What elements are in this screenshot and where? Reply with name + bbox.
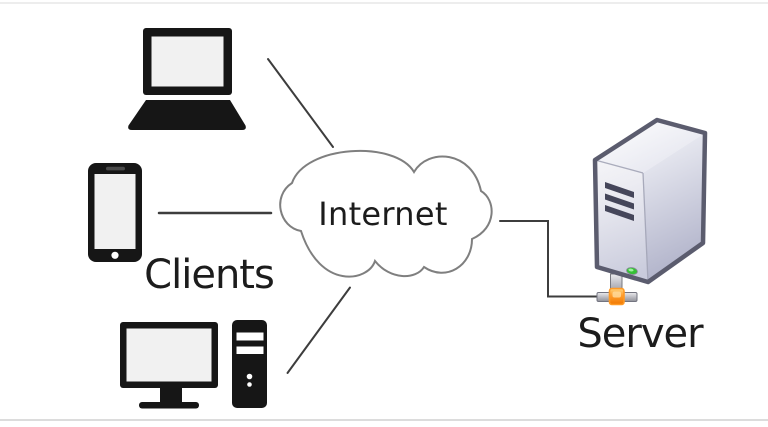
phone-speaker — [106, 166, 125, 171]
desktop-computer-icon — [120, 320, 267, 409]
server-outline — [592, 117, 708, 285]
smartphone-icon — [88, 163, 142, 262]
tower-button-2 — [247, 382, 252, 387]
tower-drive-slot-2 — [236, 346, 264, 354]
monitor-stand — [160, 386, 182, 403]
server-inner-edges — [594, 159, 649, 283]
server-power-led — [626, 267, 638, 275]
server-top-face — [595, 120, 705, 173]
clients-label: Clients — [144, 252, 275, 298]
server-tower-icon — [592, 117, 708, 306]
monitor-screen — [126, 328, 212, 382]
monitor-base — [139, 402, 199, 409]
led-highlight — [628, 268, 634, 272]
bottom-frame-line — [0, 419, 768, 421]
cloud-outline — [279, 149, 493, 278]
tower-drive-slot-1 — [236, 332, 264, 341]
line-laptop-internet — [267, 58, 334, 148]
connection-lines — [157, 58, 601, 374]
tower-case — [232, 320, 267, 408]
laptop-keyboard-base — [128, 100, 246, 130]
tower-button-1 — [246, 373, 253, 380]
laptop-screen — [151, 36, 224, 87]
server-slot-1 — [605, 182, 634, 198]
cloud-icon — [279, 149, 493, 278]
server-label: Server — [577, 311, 703, 357]
connector-plug-highlight — [612, 291, 621, 298]
laptop-icon — [128, 28, 246, 130]
line-desktop-internet — [286, 286, 351, 374]
internet-label: Internet — [318, 195, 448, 233]
server-slot-3 — [605, 205, 634, 221]
server-slot-2 — [605, 193, 634, 210]
phone-home-button — [111, 251, 119, 259]
server-drive-slots — [605, 182, 634, 221]
phone-screen — [94, 174, 136, 249]
server-side-face — [643, 133, 705, 282]
top-frame-line — [0, 2, 768, 4]
line-internet-server — [499, 220, 601, 298]
server-network-connector — [596, 273, 638, 306]
